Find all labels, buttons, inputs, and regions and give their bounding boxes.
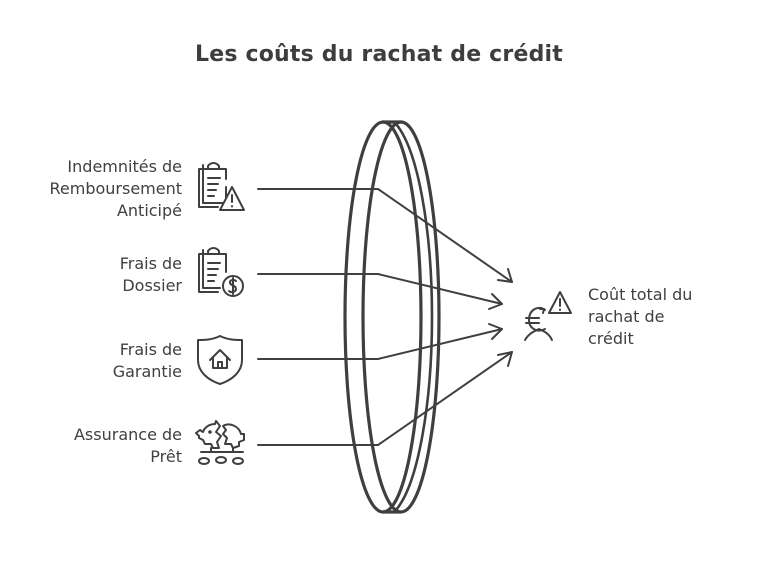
label-line: crédit [588, 329, 634, 348]
diagram-title: Les coûts du rachat de crédit [194, 42, 564, 67]
label-frais-dossier: Frais de Dossier [120, 253, 182, 297]
lens-icon [343, 120, 441, 514]
connector-lines [257, 188, 513, 446]
label-line: Frais de [119, 254, 182, 273]
arrowhead-2 [488, 293, 503, 310]
label-line: rachat de [588, 307, 665, 326]
broken-piggy-bank-icon [195, 420, 245, 465]
label-assurance-pret: Assurance de Prêt [74, 424, 182, 468]
label-frais-garantie: Frais de Garantie [113, 339, 182, 383]
label-line: Anticipé [116, 201, 182, 220]
label-line: Assurance de [73, 425, 182, 444]
arrowhead-4 [497, 351, 513, 367]
clipboard-warning-icon [198, 162, 245, 211]
connector-frais-garantie [257, 328, 503, 360]
label-line: Indemnités de [67, 157, 182, 176]
label-line: Dossier [122, 276, 182, 295]
label-line: Prêt [150, 447, 182, 466]
clipboard-dollar-icon [198, 247, 244, 297]
arrowheads [488, 268, 513, 367]
label-indemnites: Indemnités de Remboursement Anticipé [49, 156, 182, 222]
connector-assurance-pret [257, 351, 513, 446]
label-line: Coût total du [588, 285, 693, 304]
label-line: Garantie [112, 362, 182, 381]
connector-frais-dossier [257, 273, 503, 305]
shield-house-icon [197, 335, 243, 385]
label-line: Remboursement [49, 179, 182, 198]
label-line: Frais de [119, 340, 182, 359]
label-cout-total: Coût total du rachat de crédit [588, 284, 692, 350]
arrowhead-1 [497, 268, 513, 283]
connector-indemnites [257, 188, 513, 283]
euro-warning-icon [524, 291, 572, 341]
arrowhead-3 [488, 323, 503, 340]
